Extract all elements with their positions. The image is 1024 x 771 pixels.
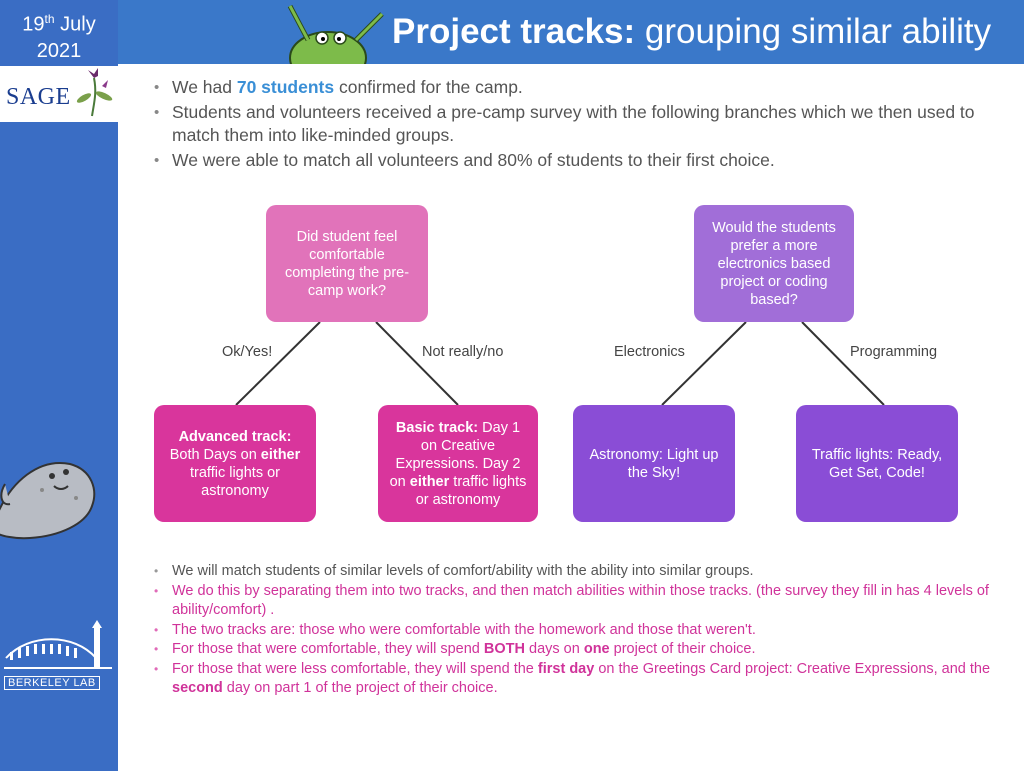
- edge-label-electronics: Electronics: [614, 344, 685, 360]
- bottom-bullet-list: We will match students of similar levels…: [152, 562, 992, 699]
- seal-illustration: [0, 462, 96, 540]
- edge-label-no: Not really/no: [422, 344, 504, 360]
- top-bullet-list: We had 70 students confirmed for the cam…: [152, 76, 1002, 174]
- edge-label-programming: Programming: [850, 344, 938, 360]
- berkeley-lab-logo: [4, 620, 112, 669]
- edge-label-yes: Ok/Yes!: [222, 344, 273, 360]
- berkeley-lab-text: BERKELEY LAB: [4, 676, 100, 690]
- date-label: 19th July 2021: [0, 0, 118, 66]
- frog-illustration: [287, 4, 384, 64]
- list-item: Students and volunteers received a pre-c…: [152, 101, 1002, 147]
- project-type-question-box: Would the students prefer a more electro…: [694, 205, 854, 322]
- list-item: The two tracks are: those who were comfo…: [152, 621, 992, 641]
- sage-logo: SAGE: [6, 84, 71, 110]
- basic-track-box: Basic track: Day 1 on Creative Expressio…: [378, 405, 538, 522]
- list-item: We had 70 students confirmed for the cam…: [152, 76, 1002, 99]
- traffic-lights-box: Traffic lights: Ready, Get Set, Code!: [796, 405, 958, 522]
- advanced-track-box: Advanced track: Both Days on either traf…: [154, 405, 316, 522]
- comfort-question-box: Did student feel comfortable completing …: [266, 205, 428, 322]
- list-item: We will match students of similar levels…: [152, 562, 992, 582]
- list-item: We were able to match all volunteers and…: [152, 149, 1002, 172]
- list-item: For those that were less comfortable, th…: [152, 660, 992, 699]
- list-item: We do this by separating them into two t…: [152, 582, 992, 621]
- slide-title: Project tracks: grouping similar ability: [392, 12, 992, 51]
- list-item: For those that were comfortable, they wi…: [152, 640, 992, 660]
- header-bar: [118, 0, 1024, 64]
- astronomy-box: Astronomy: Light up the Sky!: [573, 405, 735, 522]
- flower-icon: [76, 68, 113, 117]
